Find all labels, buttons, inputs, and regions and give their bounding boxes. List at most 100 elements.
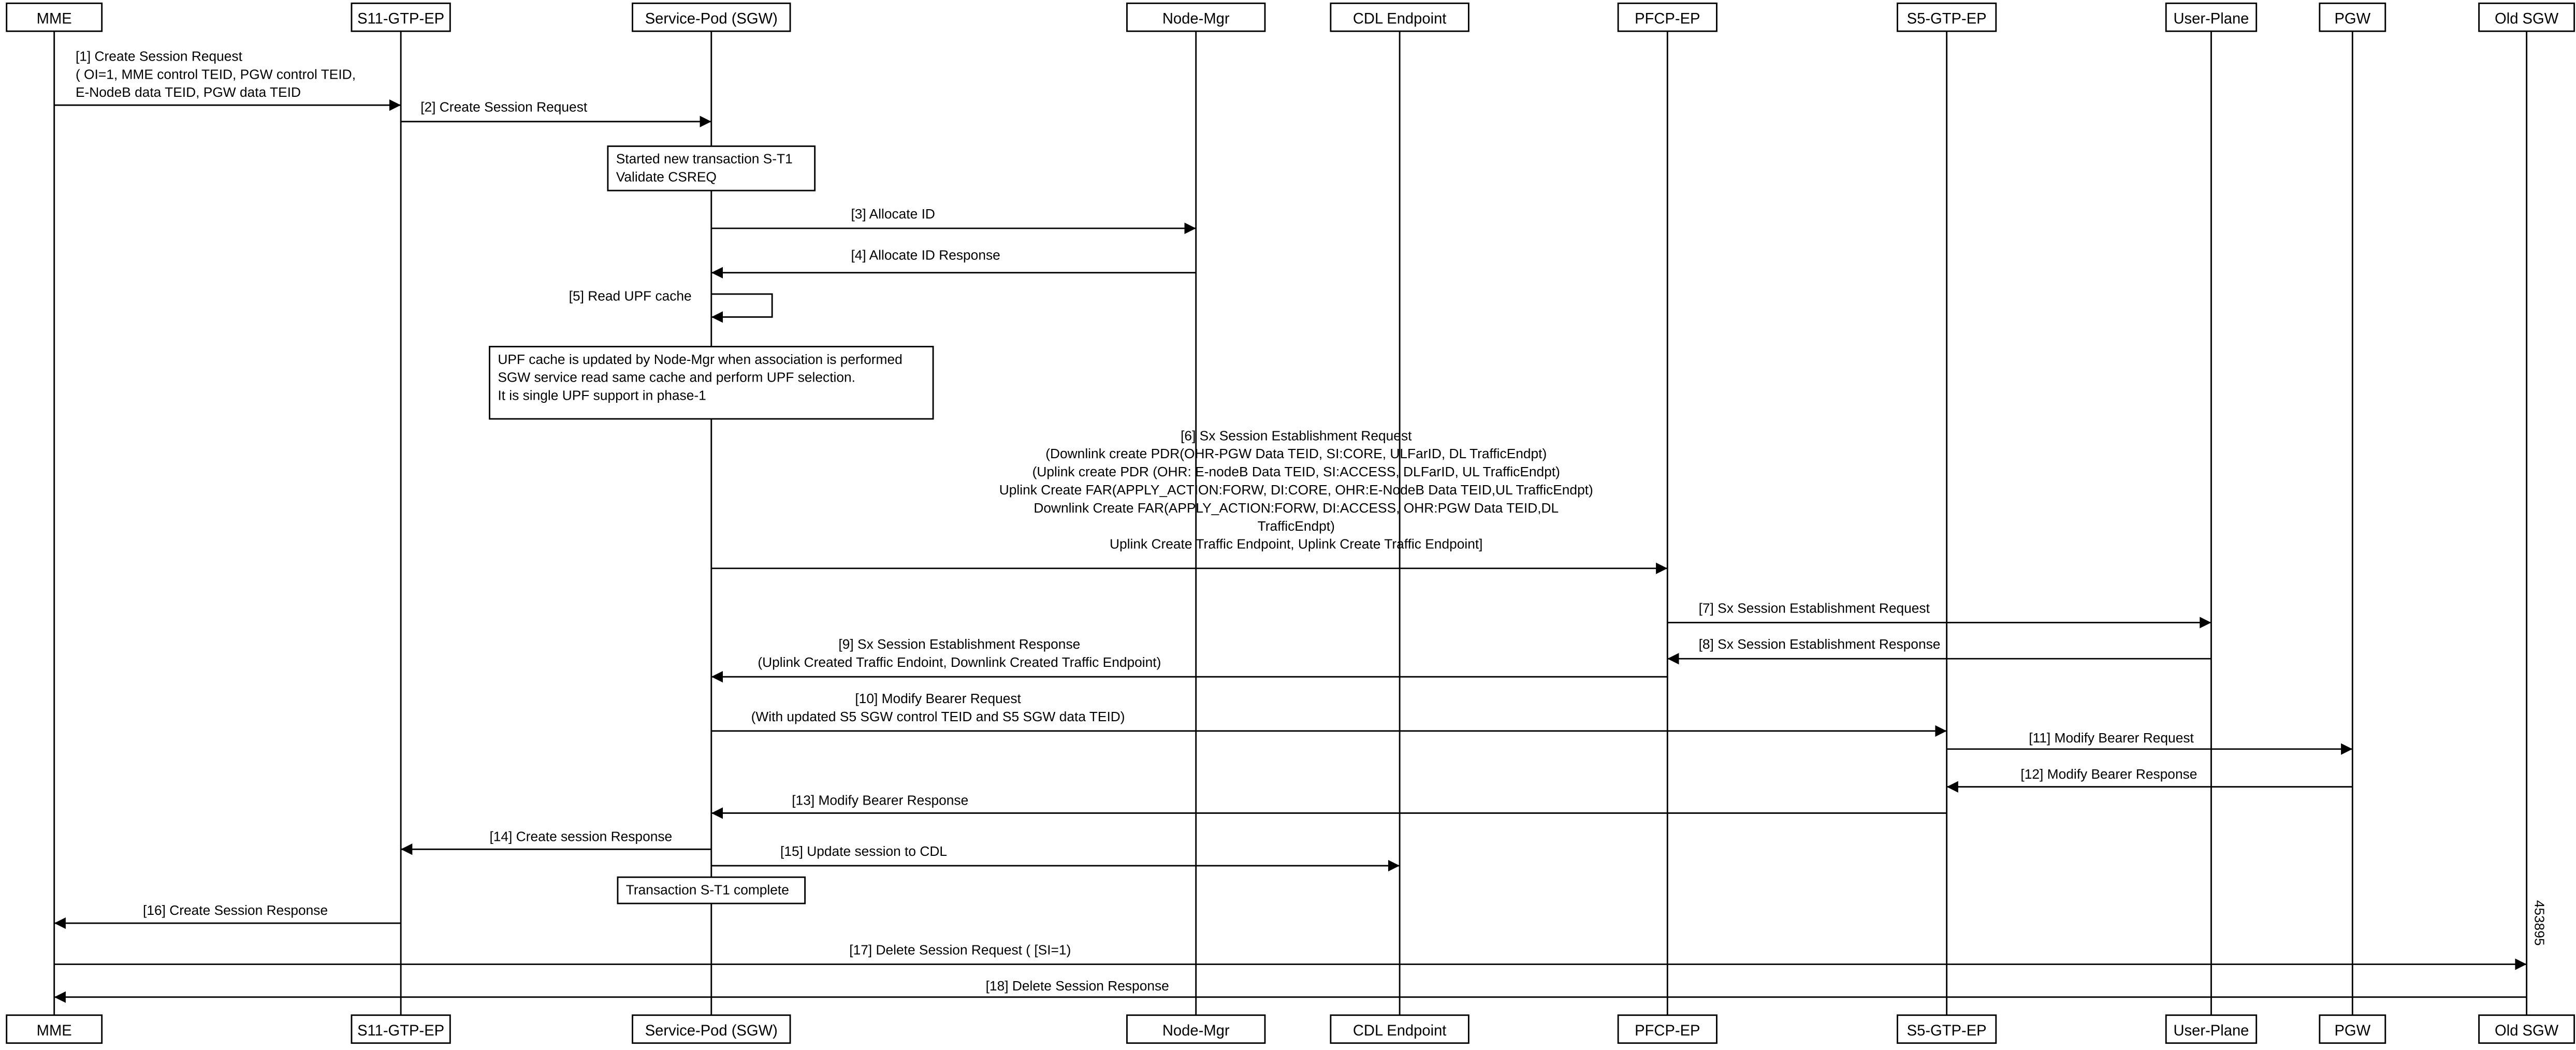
message-label: (Uplink Created Traffic Endoint, Downlin…	[758, 654, 1161, 670]
note-box: Transaction S-T1 complete	[617, 876, 806, 905]
participant-label: S11-GTP-EP	[357, 10, 444, 27]
message-label: Uplink Create FAR(APPLY_ACTION:FORW, DI:…	[999, 482, 1593, 498]
participant-top-cdl-endpoint: CDL Endpoint	[1330, 2, 1469, 32]
message-label: [14] Create session Response	[489, 828, 672, 844]
message-label: [18] Delete Session Response	[986, 978, 1169, 994]
messages: [1] Create Session Request ( OI=1, MME co…	[54, 48, 2527, 1003]
message-label: [16] Create Session Response	[143, 902, 328, 918]
message-arrow: [1] Create Session Request ( OI=1, MME co…	[54, 48, 401, 111]
message-arrow: [9] Sx Session Establishment Response (Up…	[711, 636, 1668, 683]
lifelines	[53, 31, 2528, 1015]
message-label: [9] Sx Session Establishment Response	[838, 636, 1080, 652]
participant-label: MME	[37, 10, 72, 27]
note-box: UPF cache is updated by Node-Mgr when as…	[489, 346, 934, 420]
participant-bottom-pgw: PGW	[2319, 1014, 2386, 1044]
participant-label: Node-Mgr	[1162, 1023, 1230, 1039]
message-label: [2] Create Session Request	[420, 99, 588, 115]
participant-label: Node-Mgr	[1162, 10, 1230, 27]
message-label: [7] Sx Session Establishment Request	[1699, 600, 1930, 616]
participant-bottom-mme: MME	[6, 1014, 103, 1044]
message-label: [4] Allocate ID Response	[851, 247, 1000, 262]
participant-label: S5-GTP-EP	[1907, 10, 1987, 27]
participant-label: S5-GTP-EP	[1907, 1023, 1987, 1039]
note-line: Validate CSREQ	[616, 169, 717, 185]
message-arrow: [5] Read UPF cache	[569, 288, 773, 323]
participant-top-s5-gtp-ep: S5-GTP-EP	[1897, 2, 1997, 32]
message-label: [10] Modify Bearer Request	[855, 691, 1021, 706]
figure-id: 453895	[2531, 900, 2547, 946]
participant-label: PFCP-EP	[1635, 1023, 1700, 1039]
note-line: It is single UPF support in phase-1	[498, 388, 706, 403]
message-label: [6] Sx Session Establishment Request	[1181, 428, 1412, 443]
message-label: [15] Update session to CDL	[780, 843, 947, 859]
participant-label: CDL Endpoint	[1353, 1023, 1447, 1039]
message-label: [12] Modify Bearer Response	[2020, 766, 2197, 782]
participant-bottom-node-mgr: Node-Mgr	[1126, 1014, 1266, 1044]
participant-label: CDL Endpoint	[1353, 10, 1447, 27]
participant-bottom-cdl-endpoint: CDL Endpoint	[1330, 1014, 1469, 1044]
participant-label: Service-Pod (SGW)	[645, 1023, 778, 1039]
message-label: Downlink Create FAR(APPLY_ACTION:FORW, D…	[1034, 500, 1559, 516]
message-arrow: [15] Update session to CDL	[711, 843, 1400, 872]
message-label: Uplink Create Traffic Endpoint, Uplink C…	[1110, 536, 1483, 552]
participant-top-pfcp-ep: PFCP-EP	[1617, 2, 1718, 32]
message-label: [5] Read UPF cache	[569, 288, 692, 304]
message-arrow: [11] Modify Bearer Request	[1946, 730, 2353, 755]
message-arrow: [7] Sx Session Establishment Request	[1667, 600, 2211, 629]
message-arrow: [6] Sx Session Establishment Request (Dow…	[711, 428, 1668, 574]
message-arrow: [12] Modify Bearer Response	[1946, 766, 2353, 793]
note-line: Transaction S-T1 complete	[626, 882, 789, 898]
participant-label: PGW	[2334, 10, 2370, 27]
note-line: Started new transaction S-T1	[616, 151, 793, 167]
participant-label: Old SGW	[2495, 1023, 2559, 1039]
message-label: (With updated S5 SGW control TEID and S5…	[751, 709, 1125, 724]
message-arrow: [2] Create Session Request	[401, 99, 711, 127]
participant-label: S11-GTP-EP	[357, 1023, 444, 1039]
participant-bottom-s5-gtp-ep: S5-GTP-EP	[1897, 1014, 1997, 1044]
participant-label: PFCP-EP	[1635, 10, 1700, 27]
participant-top-s11-gtp-ep: S11-GTP-EP	[351, 2, 451, 32]
participant-label: User-Plane	[2173, 10, 2249, 27]
message-label: [8] Sx Session Establishment Response	[1699, 636, 1941, 652]
message-label: TrafficEndpt)	[1258, 518, 1335, 534]
participant-top-pgw: PGW	[2319, 2, 2386, 32]
participant-label: Old SGW	[2495, 10, 2559, 27]
message-label: ( OI=1, MME control TEID, PGW control TE…	[76, 66, 356, 82]
message-label: (Downlink create PDR(OHR-PGW Data TEID, …	[1045, 446, 1547, 461]
participant-top-user-plane: User-Plane	[2165, 2, 2258, 32]
participant-bottom-user-plane: User-Plane	[2165, 1014, 2258, 1044]
participant-label: Service-Pod (SGW)	[645, 10, 778, 27]
message-label: [3] Allocate ID	[851, 206, 935, 222]
message-arrow: [4] Allocate ID Response	[711, 247, 1196, 279]
message-label: [1] Create Session Request	[76, 48, 243, 64]
message-label: [11] Modify Bearer Request	[2029, 730, 2194, 746]
note-line: SGW service read same cache and perform …	[498, 370, 855, 385]
note-line: UPF cache is updated by Node-Mgr when as…	[498, 352, 902, 367]
message-arrow: [13] Modify Bearer Response	[711, 793, 1947, 819]
message-label: (Uplink create PDR (OHR: E-nodeB Data TE…	[1032, 464, 1560, 479]
participant-bottom-pfcp-ep: PFCP-EP	[1617, 1014, 1718, 1044]
message-arrow: [8] Sx Session Establishment Response	[1667, 636, 2211, 665]
participant-top-mme: MME	[6, 2, 103, 32]
participant-top-old-sgw: Old SGW	[2478, 2, 2575, 32]
participant-label: User-Plane	[2173, 1023, 2249, 1039]
participant-label: MME	[37, 1023, 72, 1039]
message-arrow: [17] Delete Session Request ( [SI=1)	[54, 942, 2527, 970]
participant-label: PGW	[2334, 1023, 2370, 1039]
message-label: [17] Delete Session Request ( [SI=1)	[849, 942, 1071, 957]
message-arrow: [10] Modify Bearer Request (With updated …	[711, 691, 1947, 737]
message-arrow: [14] Create session Response	[401, 828, 711, 855]
participant-bottom-s11-gtp-ep: S11-GTP-EP	[351, 1014, 451, 1044]
participant-top-node-mgr: Node-Mgr	[1126, 2, 1266, 32]
message-arrow: [16] Create Session Response	[54, 902, 401, 929]
message-arrow: [18] Delete Session Response	[54, 978, 2527, 1003]
participant-bottom-old-sgw: Old SGW	[2478, 1014, 2575, 1044]
participant-bottom-service-pod: Service-Pod (SGW)	[632, 1014, 791, 1044]
message-label: [13] Modify Bearer Response	[792, 793, 968, 808]
